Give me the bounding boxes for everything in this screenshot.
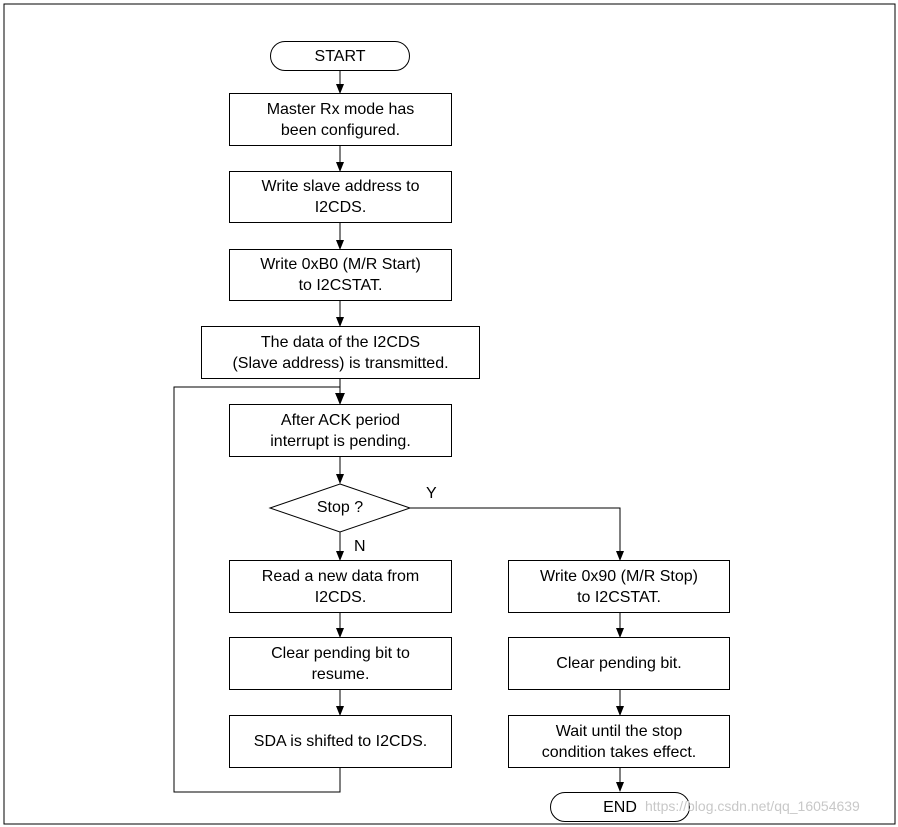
step-write-slave-address: Write slave address to I2CDS.: [229, 171, 452, 223]
step-read-new-data: Read a new data from I2CDS.: [229, 560, 452, 613]
no-label: N: [354, 538, 366, 555]
step-write-0xb0: Write 0xB0 (M/R Start) to I2CSTAT.: [229, 249, 452, 301]
outer-border: [3, 3, 896, 825]
stop-decision-label: Stop ?: [316, 499, 364, 516]
step-wait-stop-condition: Wait until the stop condition takes effe…: [508, 715, 730, 768]
step-clear-pending-resume: Clear pending bit to resume.: [229, 637, 452, 690]
start-terminal: START: [270, 41, 410, 71]
step-master-rx-configured: Master Rx mode has been configured.: [229, 93, 452, 146]
step-write-0x90: Write 0x90 (M/R Stop) to I2CSTAT.: [508, 560, 730, 613]
yes-label: Y: [426, 485, 437, 502]
loop-back-line: [173, 386, 341, 793]
yes-branch-line: [410, 507, 624, 561]
watermark: https://blog.csdn.net/qq_16054639: [645, 798, 860, 814]
step-ack-interrupt-pending: After ACK period interrupt is pending.: [229, 404, 452, 457]
end-terminal: END: [550, 792, 690, 822]
loop-back-arrow: [330, 387, 340, 403]
step-clear-pending: Clear pending bit.: [508, 637, 730, 690]
step-data-transmitted: The data of the I2CDS (Slave address) is…: [201, 326, 480, 379]
step-sda-shifted: SDA is shifted to I2CDS.: [229, 715, 452, 768]
